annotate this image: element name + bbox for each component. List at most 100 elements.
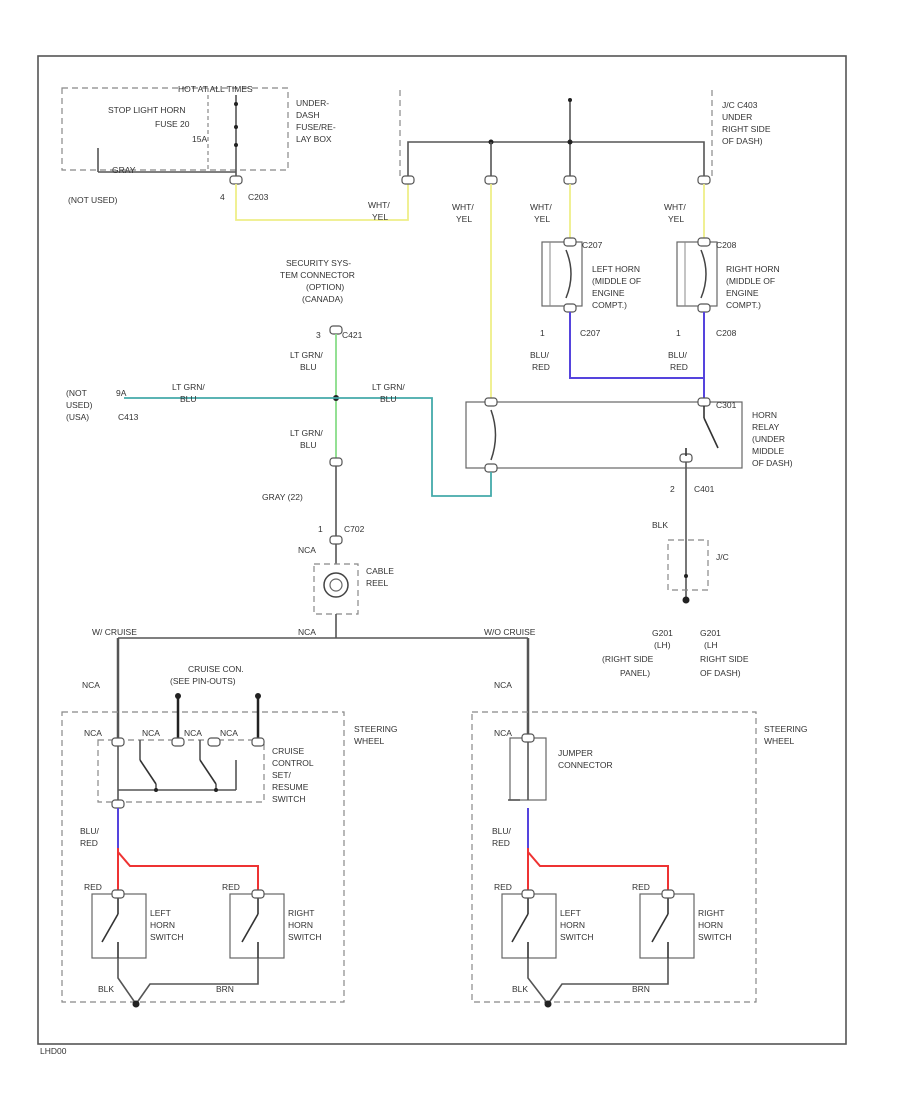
wire-label-ltgrn-blu-3b: BLU — [380, 394, 397, 404]
cruise-switch-label-3: SET/ — [272, 770, 292, 780]
junction-connector — [399, 90, 713, 185]
wire-label-ltgrn-blu-4b: BLU — [300, 440, 317, 450]
connector-c208-bottom-label: C208 — [716, 328, 737, 338]
left-horn-switch-b-label-3: SWITCH — [560, 932, 594, 942]
wo-cruise-label: W/O CRUISE — [484, 627, 536, 637]
wire-label-blu-red-2a: BLU/ — [668, 350, 688, 360]
wire-blu-red-left-horn — [569, 312, 704, 379]
steering-wheel-right-label-2: WHEEL — [764, 736, 795, 746]
diagram-frame — [37, 55, 847, 1045]
left-horn-switch-a-label-3: SWITCH — [150, 932, 184, 942]
wire-label-wht-yel-4a: WHT/ — [664, 202, 686, 212]
right-horn-switch-a-label-2: HORN — [288, 920, 313, 930]
jc-small-label: J/C — [716, 552, 729, 562]
wire-label-blk-r: BLK — [512, 984, 528, 994]
cable-reel — [313, 563, 359, 615]
security-label-1: SECURITY SYS- — [286, 258, 351, 268]
wire-label-gray-top: GRAY — [112, 165, 136, 175]
wire-red-right-wheel — [527, 851, 669, 892]
wire-label-blu-red-1b: RED — [532, 362, 550, 372]
horn-relay — [465, 397, 743, 473]
pin-3-label: 3 — [316, 330, 321, 340]
connector-c203-label: C203 — [248, 192, 269, 202]
left-horn-switch-b — [501, 889, 557, 959]
cruise-switch-label-2: CONTROL — [272, 758, 314, 768]
wire-label-red-4: RED — [632, 882, 650, 892]
fuse-number-label: FUSE 20 — [155, 119, 190, 129]
relay-label-1: HORN — [752, 410, 777, 420]
wire-label-blu-red-l-a: BLU/ — [80, 826, 100, 836]
hot-at-all-times-label: HOT AT ALL TIMES — [178, 84, 253, 94]
left-horn-switch-b-label-2: HORN — [560, 920, 585, 930]
fuse-relay-box — [61, 87, 289, 185]
left-horn-label-2: (MIDDLE OF — [592, 276, 641, 286]
left-horn-switch-a-label-2: HORN — [150, 920, 175, 930]
left-horn — [541, 237, 583, 313]
security-label-4: (CANADA) — [302, 294, 343, 304]
fuse-box-label-2: DASH — [296, 110, 320, 120]
wire-label-blu-red-r-a: BLU/ — [492, 826, 512, 836]
not-used-left-3: (USA) — [66, 412, 89, 422]
wire-label-wht-yel-3a: WHT/ — [530, 202, 552, 212]
left-horn-label-3: ENGINE — [592, 288, 625, 298]
ground-point-right-wheel — [544, 1000, 552, 1008]
pin-9a-label: 9A — [116, 388, 127, 398]
wire-lt-grn-blu-horizontal — [124, 397, 492, 497]
wire-label-nca-jump: NCA — [494, 728, 512, 738]
fuse-rating-label: 15A — [192, 134, 207, 144]
ground-legend-5: (LH) — [654, 640, 671, 650]
cable-reel-label-2: REEL — [366, 578, 388, 588]
right-horn-label-4: COMPT.) — [726, 300, 761, 310]
wire-label-blu-red-l-b: RED — [80, 838, 98, 848]
connector-c301-label: C301 — [716, 400, 737, 410]
security-label-3: (OPTION) — [306, 282, 344, 292]
security-label-2: TEM CONNECTOR — [280, 270, 355, 280]
wire-label-nca-sw4: NCA — [220, 728, 238, 738]
not-used-top-label: (NOT USED) — [68, 195, 118, 205]
right-horn-label-1: RIGHT HORN — [726, 264, 780, 274]
steering-wheel-left-label-2: WHEEL — [354, 736, 385, 746]
relay-label-5: OF DASH) — [752, 458, 793, 468]
left-horn-label-1: LEFT HORN — [592, 264, 640, 274]
connector-c702-label: C702 — [344, 524, 365, 534]
right-horn-switch-a-label-3: SWITCH — [288, 932, 322, 942]
fuse-box-label-4: LAY BOX — [296, 134, 332, 144]
ground-legend-8: OF DASH) — [700, 668, 741, 678]
w-cruise-label: W/ CRUISE — [92, 627, 137, 637]
wire-label-nca-l: NCA — [82, 680, 100, 690]
steering-wheel-left-box — [61, 711, 345, 1003]
relay-label-2: RELAY — [752, 422, 780, 432]
wire-label-ltgrn-blu-2a: LT GRN/ — [172, 382, 205, 392]
wire-label-red-2: RED — [222, 882, 240, 892]
wire-label-brn-r: BRN — [632, 984, 650, 994]
wire-label-nca-r: NCA — [494, 680, 512, 690]
pin-1-c702: 1 — [318, 524, 323, 534]
right-horn-label-2: (MIDDLE OF — [726, 276, 775, 286]
jumper-label-1: JUMPER — [558, 748, 593, 758]
wire-label-nca-sw1: NCA — [84, 728, 102, 738]
right-horn-switch-b-label-3: SWITCH — [698, 932, 732, 942]
connector-c207-label: C207 — [582, 240, 603, 250]
wire-label-wht-yel-3b: YEL — [534, 214, 550, 224]
steering-wheel-right-box — [471, 711, 757, 1003]
connector-c421-label: C421 — [342, 330, 363, 340]
right-horn-switch-b-label-1: RIGHT — [698, 908, 724, 918]
jc-label-1: J/C C403 — [722, 100, 758, 110]
ground-legend-4: PANEL) — [620, 668, 650, 678]
left-horn-switch-a — [91, 889, 147, 959]
right-horn-switch-b-label-2: HORN — [698, 920, 723, 930]
right-horn — [676, 237, 718, 313]
connector-c207-bottom-label: C207 — [580, 328, 601, 338]
connector-c401-label: C401 — [694, 484, 715, 494]
wire-label-wht-yel-2a: WHT/ — [452, 202, 474, 212]
diagram-code: LHD00 — [40, 1046, 67, 1056]
wire-label-blk-l: BLK — [98, 984, 114, 994]
relay-label-3: (UNDER — [752, 434, 785, 444]
jumper-connector — [508, 733, 547, 801]
wire-label-red-1: RED — [84, 882, 102, 892]
right-horn-switch-b — [639, 889, 695, 959]
security-terminal — [329, 325, 343, 335]
wire-red-left-wheel — [117, 851, 259, 892]
cruise-control-switch — [97, 737, 265, 809]
